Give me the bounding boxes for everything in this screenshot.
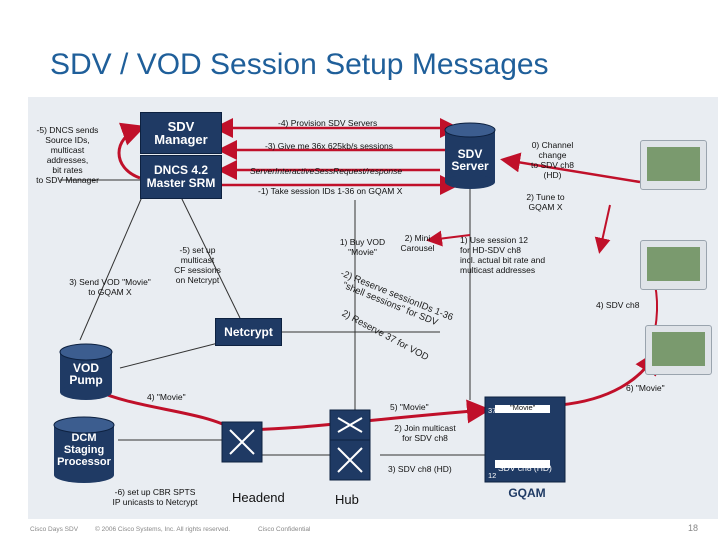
- router-hub: [329, 409, 371, 481]
- arrow-dncs-to-manager: [117, 122, 146, 180]
- arrow-tune: [594, 204, 611, 254]
- sdv-server-label: SDV Server: [451, 147, 489, 173]
- page-title: SDV / VOD Session Setup Messages: [50, 48, 549, 81]
- label-join-multicast: 2) Join multicast for SDV ch8: [394, 423, 456, 443]
- dcm-label: DCM Staging Processor: [57, 432, 111, 468]
- vod-pump-label: VOD Pump: [69, 361, 103, 387]
- footer-left: Cisco Days SDV: [30, 526, 79, 533]
- label-movie-5: 5) "Movie": [390, 402, 429, 412]
- line-dncs-netcrypt: [179, 194, 241, 319]
- gqam-label: GQAM: [508, 486, 546, 500]
- label-movie-small: "Movie": [510, 403, 536, 412]
- tv-top: [640, 140, 707, 190]
- label-take-session: -1) Take session IDs 1-36 on GQAM X: [258, 186, 403, 196]
- line-dncs-pump: [79, 189, 146, 341]
- arrow-gqam-tv: [559, 349, 659, 407]
- dncs-box: DNCS 4.2 Master SRM: [140, 155, 222, 199]
- label-sdv-ch8-hd: SDV ch8 (HD): [498, 463, 552, 473]
- label-buy-vod: 1) Buy VOD "Movie": [339, 237, 386, 257]
- label-hub: Hub: [335, 492, 359, 507]
- label-setup-multicast: -5) set up multicast CF sessions on Netc…: [174, 245, 221, 285]
- arrow-channel-change: [500, 152, 641, 184]
- label-dncs-sends: -5) DNCS sends Source IDs, multicast add…: [36, 125, 99, 185]
- netcrypt-box: Netcrypt: [215, 318, 282, 346]
- label-num-37: 37: [488, 406, 497, 415]
- label-setup-cbr: -6) set up CBR SPTS IP unicasts to Netcr…: [112, 487, 198, 507]
- label-movie-6: 6) "Movie": [626, 383, 665, 393]
- arrow-use-session: [426, 230, 471, 247]
- label-sdv-ch8-hd-3: 3) SDV ch8 (HD): [388, 464, 452, 474]
- dcm-cylinder: [53, 416, 115, 483]
- label-mini-carousel: 2) Mini Carousel: [400, 233, 435, 253]
- line-pump-netcrypt: [119, 339, 231, 369]
- gqam-device: [484, 396, 566, 483]
- sdv-server-cylinder: [444, 122, 496, 189]
- router-headend: [221, 421, 263, 463]
- label-provision: -4) Provision SDV Servers: [278, 118, 378, 128]
- label-send-vod: 3) Send VOD "Movie" to GQAM X: [69, 277, 151, 297]
- label-use-session: 1) Use session 12 for HD-SDV ch8 incl. a…: [460, 235, 546, 275]
- tv-middle: [640, 240, 707, 290]
- footer-copyright: © 2006 Cisco Systems, Inc. All rights re…: [95, 526, 231, 533]
- page-number: 18: [688, 523, 699, 533]
- tv-bottom: [645, 325, 712, 375]
- sdv-manager-box: SDV Manager: [140, 112, 222, 154]
- label-give-me: -3) Give me 36x 625kb/s sessions: [265, 141, 394, 151]
- label-interactive: ServerInteractiveSessRequest/response: [250, 166, 403, 176]
- label-channel-change: 0) Channel change to SDV ch8 (HD): [531, 140, 574, 180]
- label-num-12: 12: [488, 471, 497, 480]
- label-movie-4: 4) "Movie": [147, 392, 186, 402]
- vod-pump-cylinder: [59, 343, 113, 400]
- label-tune: 2) Tune to GQAM X: [526, 192, 565, 212]
- footer-confidential: Cisco Confidential: [258, 526, 311, 533]
- label-headend: Headend: [232, 490, 285, 505]
- label-sdv-ch8-4: 4) SDV ch8: [596, 300, 640, 310]
